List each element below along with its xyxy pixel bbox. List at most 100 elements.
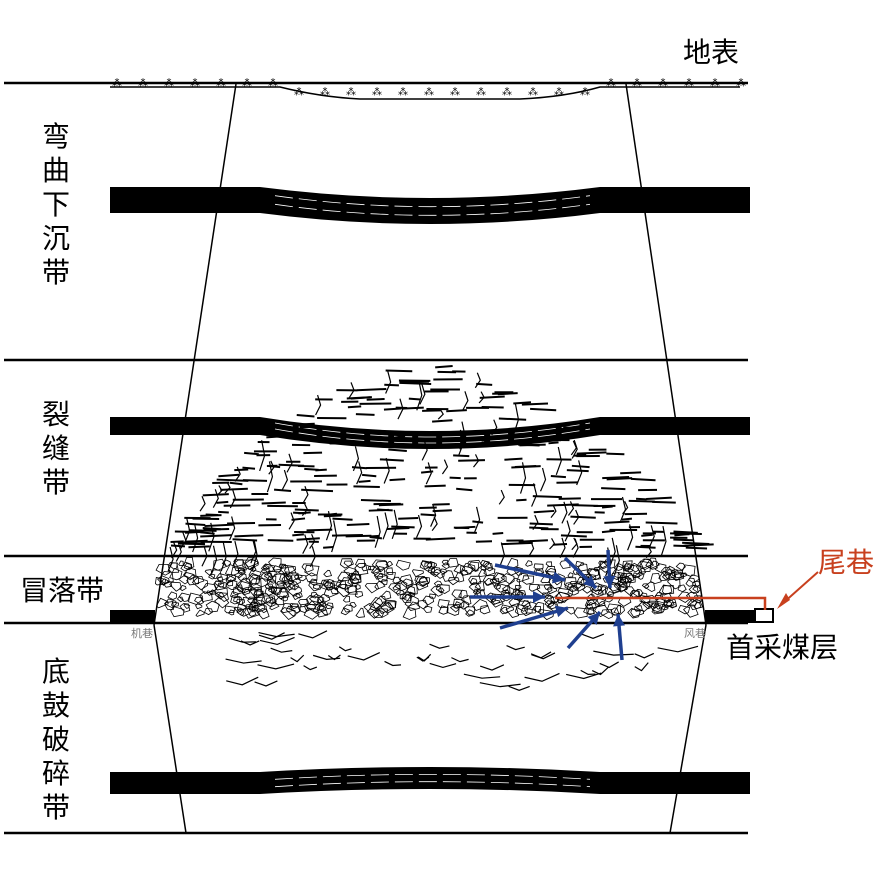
floor-crack [260, 637, 295, 644]
rubble-block [179, 561, 184, 566]
crack [353, 486, 379, 487]
soil-mark: ⁂ [424, 86, 434, 98]
crack [476, 384, 492, 385]
first-seam-label: 首采煤层 [726, 631, 838, 665]
crack [646, 522, 678, 523]
caving-zone-label: 冒落带 [20, 574, 104, 608]
crack-vertical [383, 513, 388, 540]
rubble-block [196, 610, 204, 616]
crack-vertical [230, 517, 235, 540]
floor-crack [258, 633, 294, 637]
crack [409, 399, 421, 400]
floor-crack [417, 657, 429, 661]
crack [387, 528, 410, 529]
first-seam-left [110, 610, 155, 623]
floor-crack [480, 683, 521, 687]
soil-mark: ⁂ [190, 77, 200, 89]
soil-mark: ⁂ [372, 86, 382, 98]
crack [268, 540, 294, 541]
crack [384, 385, 399, 386]
rubble-block [335, 584, 349, 596]
rubble-block [546, 562, 552, 567]
rubble-block [614, 605, 625, 614]
floor-crack [257, 664, 294, 669]
soil-mark: ⁂ [398, 86, 408, 98]
floor-crack [226, 677, 258, 685]
crack [330, 443, 347, 444]
crack [218, 512, 229, 513]
crack [559, 498, 581, 499]
crack [498, 393, 518, 394]
soil-mark: ⁂ [294, 86, 304, 98]
fracture-network [168, 366, 714, 690]
crack [472, 521, 483, 522]
tail-roadway-pointer-head [777, 593, 790, 609]
crack [347, 524, 370, 525]
surface-label: 地表 [683, 36, 739, 70]
crack [453, 455, 469, 456]
crack [622, 519, 632, 520]
machine-roadway-label: 机巷 [131, 625, 153, 641]
crack-vertical [620, 497, 625, 522]
tail-roadway-label: 尾巷 [818, 546, 874, 580]
floor-crack [507, 646, 525, 650]
crack [635, 547, 655, 548]
crack-vertical [475, 507, 480, 533]
rubble-block [636, 561, 650, 572]
floor-crack [430, 644, 450, 648]
soil-mark: ⁂ [216, 77, 226, 89]
crack [446, 410, 467, 411]
rubble-block [170, 569, 182, 580]
crack-vertical [661, 526, 666, 557]
crack [377, 510, 393, 511]
rubble-block [693, 587, 701, 593]
floor-crack [451, 658, 468, 662]
rubble-block [376, 561, 389, 570]
crack [220, 489, 248, 490]
rubble-block [434, 581, 442, 587]
crack [171, 541, 184, 542]
rubble-block [281, 608, 296, 620]
soil-mark: ⁂ [580, 86, 590, 98]
crack [533, 496, 562, 497]
crack [391, 527, 414, 528]
crack [234, 535, 263, 536]
crack [348, 406, 361, 407]
soil-mark: ⁂ [710, 77, 720, 89]
crack-vertical [628, 524, 633, 550]
crack [217, 480, 249, 481]
rubble-block [515, 585, 521, 589]
crack [266, 436, 280, 437]
crack [686, 548, 707, 549]
floor-crack [658, 646, 698, 651]
left-boundary-lower [154, 625, 186, 833]
crack [332, 519, 352, 520]
crack [476, 541, 492, 542]
crack [262, 502, 286, 503]
crack [606, 454, 624, 455]
floor-crack [464, 674, 500, 678]
crack [636, 499, 647, 500]
crack-vertical [233, 541, 238, 567]
crack [422, 410, 441, 411]
soil-mark: ⁂ [138, 77, 148, 89]
first-seam-right [705, 610, 755, 623]
floor-crack [348, 653, 380, 660]
crack [432, 420, 452, 421]
rubble-block [526, 561, 533, 567]
floor-crack [635, 663, 649, 671]
rubble-block [480, 605, 490, 614]
crack [218, 475, 239, 476]
soil-mark: ⁂ [320, 86, 330, 98]
right-boundary-lower [670, 625, 706, 833]
crack [386, 371, 413, 372]
crack [513, 402, 531, 403]
soil-mark: ⁂ [528, 86, 538, 98]
crack [175, 531, 203, 532]
crack [351, 397, 371, 398]
rubble-block [412, 570, 423, 577]
floor-crack [566, 673, 601, 678]
crack [652, 502, 676, 503]
